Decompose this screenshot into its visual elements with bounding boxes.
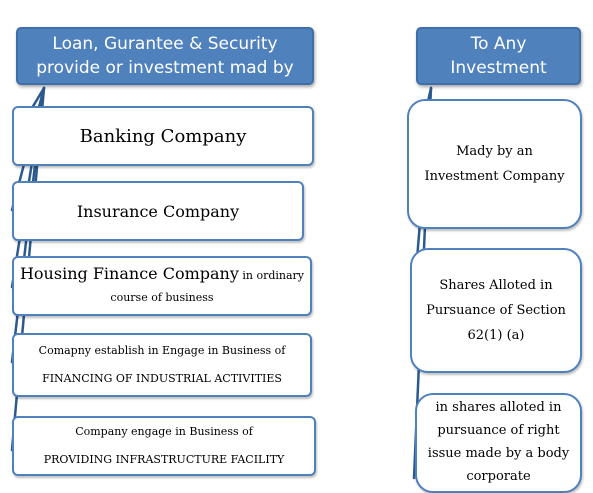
housing-finance-box: Housing Finance Company in ordinary cour… [12, 256, 312, 316]
rights-issue-line4: corporate [466, 469, 531, 484]
left-header-line1: Loan, Gurantee & Security [52, 34, 278, 54]
left-header-line2: provide or investment mad by [36, 58, 294, 78]
infrastructure-facility-line1: Company engage in Business of [75, 425, 253, 438]
housing-finance-line1: Housing Finance Company in ordinary [20, 263, 304, 287]
left-header: Loan, Gurantee & Security provide or inv… [16, 27, 314, 85]
right-header-line1: To Any [470, 34, 527, 54]
rights-issue-line1: in shares alloted in [435, 400, 562, 415]
banking-company-box: Banking Company [12, 106, 314, 166]
infrastructure-facility-box: Company engage in Business of PROVIDING … [12, 416, 316, 476]
industrial-activities-line2: FINANCING OF INDUSTRIAL ACTIVITIES [42, 372, 282, 385]
housing-finance-line2: course of business [110, 291, 214, 304]
insurance-company-label: Insurance Company [76, 201, 240, 221]
investment-company-line1: Mady by an [456, 144, 533, 159]
insurance-company-box: Insurance Company [12, 181, 304, 241]
rights-issue-box: in shares alloted in pursuance of right … [415, 393, 582, 493]
housing-finance-tail: in ordinary [238, 269, 305, 282]
right-header: To Any Investment [416, 27, 581, 85]
housing-finance-main: Housing Finance Company [19, 264, 239, 283]
rights-issue-line3: issue made by a body [427, 446, 570, 461]
shares-section-box: Shares Alloted in Pursuance of Section 6… [410, 248, 582, 373]
infrastructure-facility-line2: PROVIDING INFRASTRUCTURE FACILITY [43, 453, 285, 466]
investment-company-box: Mady by an Investment Company [407, 99, 582, 229]
industrial-activities-box: Comapny establish in Engage in Business … [12, 333, 312, 397]
industrial-activities-line1: Comapny establish in Engage in Business … [38, 344, 286, 357]
investment-company-line2: Investment Company [424, 169, 565, 184]
right-header-line2: Investment [450, 58, 547, 78]
shares-section-line3: 62(1) (a) [467, 328, 525, 343]
rights-issue-line2: pursuance of right [437, 423, 560, 438]
banking-company-label: Banking Company [79, 125, 247, 147]
shares-section-line1: Shares Alloted in [439, 278, 553, 293]
shares-section-line2: Pursuance of Section [426, 303, 566, 318]
